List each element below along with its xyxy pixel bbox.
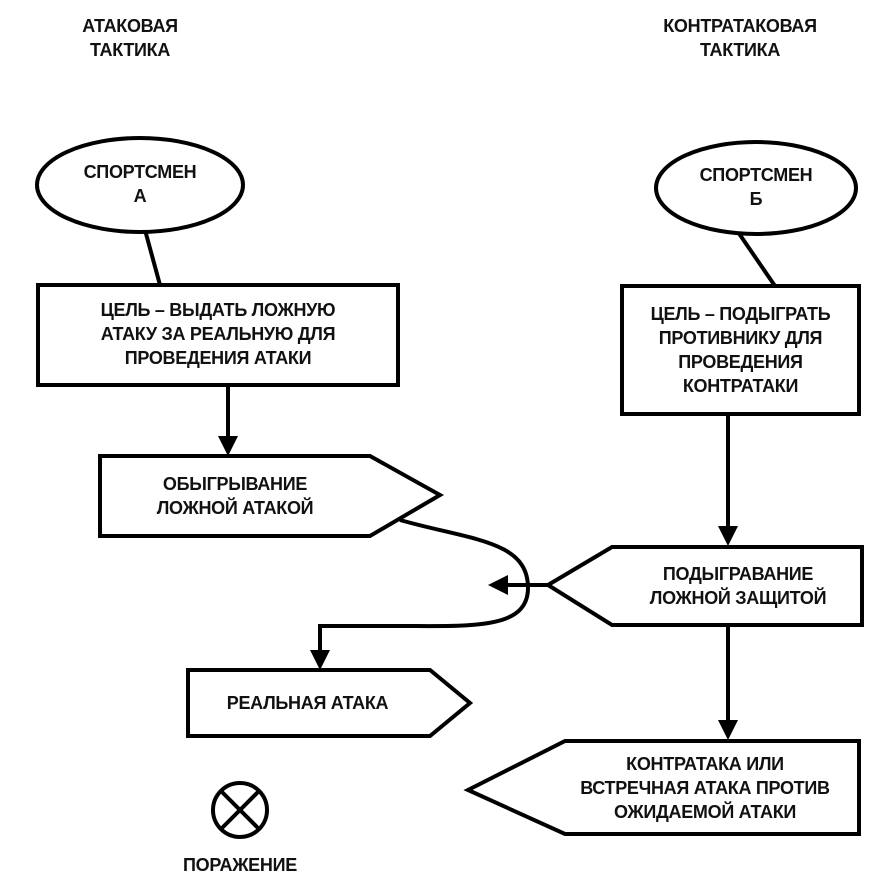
connector-athlete-a-to-goal-a (143, 229, 162, 286)
goal-a-line2: АТАКУ ЗА РЕАЛЬНУЮ ДЛЯ (100, 324, 336, 344)
curve-feint-to-real-attack (318, 518, 531, 652)
athlete-a-label: СПОРТСМЕН А (60, 160, 220, 208)
goal-a-line3: ПРОВЕДЕНИЯ АТАКИ (124, 348, 312, 368)
goal-b-line3: ПРОВЕДЕНИЯ (678, 352, 803, 372)
athlete-b-line1: СПОРТСМЕН (699, 165, 813, 185)
athlete-b-label: СПОРТСМЕН Б (676, 163, 836, 211)
goal-b-line1: ЦЕЛЬ – ПОДЫГРАТЬ (650, 304, 831, 324)
athlete-b-line2: Б (749, 189, 763, 209)
real-attack-line1: РЕАЛЬНАЯ АТАКА (226, 693, 389, 713)
feint-defense-shape (544, 545, 864, 627)
right-heading-line1: КОНТРАТАКОВАЯ (663, 16, 817, 36)
arrowhead-down-4 (718, 720, 738, 740)
left-heading-line1: АТАКОВАЯ (82, 16, 178, 36)
goal-b-box (620, 284, 861, 416)
counterattack-label: КОНТРАТАКА ИЛИ ВСТРЕЧНАЯ АТАКА ПРОТИВ ОЖ… (555, 752, 855, 824)
athlete-a-ellipse (35, 136, 245, 234)
goal-a-box (36, 283, 400, 387)
circled-x-icon (211, 781, 269, 839)
feint-attack-line1: ОБЫГРЫВАНИЕ (162, 474, 308, 494)
goal-a-line1: ЦЕЛЬ – ВЫДАТЬ ЛОЖНУЮ (100, 300, 336, 320)
connector-athlete-b-to-goal-b (736, 230, 777, 288)
feint-defense-line2: ЛОЖНОЙ ЗАЩИТОЙ (649, 588, 827, 608)
counterattack-line2: ВСТРЕЧНАЯ АТАКА ПРОТИВ (580, 778, 830, 798)
left-column-heading: АТАКОВАЯ ТАКТИКА (40, 14, 220, 62)
counterattack-shape (463, 739, 861, 836)
goal-a-label: ЦЕЛЬ – ВЫДАТЬ ЛОЖНУЮ АТАКУ ЗА РЕАЛЬНУЮ Д… (40, 298, 396, 370)
arrowhead-down-1 (218, 436, 238, 456)
goal-b-line2: ПРОТИВНИКУ ДЛЯ (658, 328, 823, 348)
goal-b-label: ЦЕЛЬ – ПОДЫГРАТЬ ПРОТИВНИКУ ДЛЯ ПРОВЕДЕН… (624, 302, 857, 398)
feint-defense-label: ПОДЫГРАВАНИЕ ЛОЖНОЙ ЗАЩИТОЙ (620, 562, 856, 610)
real-attack-shape (186, 668, 474, 738)
arrowhead-down-2 (718, 526, 738, 546)
counterattack-line3: ОЖИДАЕМОЙ АТАКИ (613, 802, 797, 822)
arrowhead-down-3 (310, 650, 330, 670)
feint-attack-shape (98, 454, 445, 538)
arrowhead-left (488, 575, 508, 595)
athlete-b-ellipse (654, 140, 858, 236)
right-heading-line2: ТАКТИКА (699, 40, 781, 60)
right-column-heading: КОНТРАТАКОВАЯ ТАКТИКА (630, 14, 850, 62)
real-attack-label: РЕАЛЬНАЯ АТАКА (195, 691, 420, 715)
left-heading-line2: ТАКТИКА (89, 40, 171, 60)
feint-attack-line2: ЛОЖНОЙ АТАКОЙ (156, 498, 314, 518)
athlete-a-line2: А (133, 186, 147, 206)
defeat-label: ПОРАЖЕНИЕ (183, 855, 297, 875)
feint-defense-line1: ПОДЫГРАВАНИЕ (662, 564, 814, 584)
athlete-a-line1: СПОРТСМЕН (83, 162, 197, 182)
goal-b-line4: КОНТРАТАКИ (682, 376, 799, 396)
counterattack-line1: КОНТРАТАКА ИЛИ (626, 754, 784, 774)
feint-attack-label: ОБЫГРЫВАНИЕ ЛОЖНОЙ АТАКОЙ (110, 472, 360, 520)
